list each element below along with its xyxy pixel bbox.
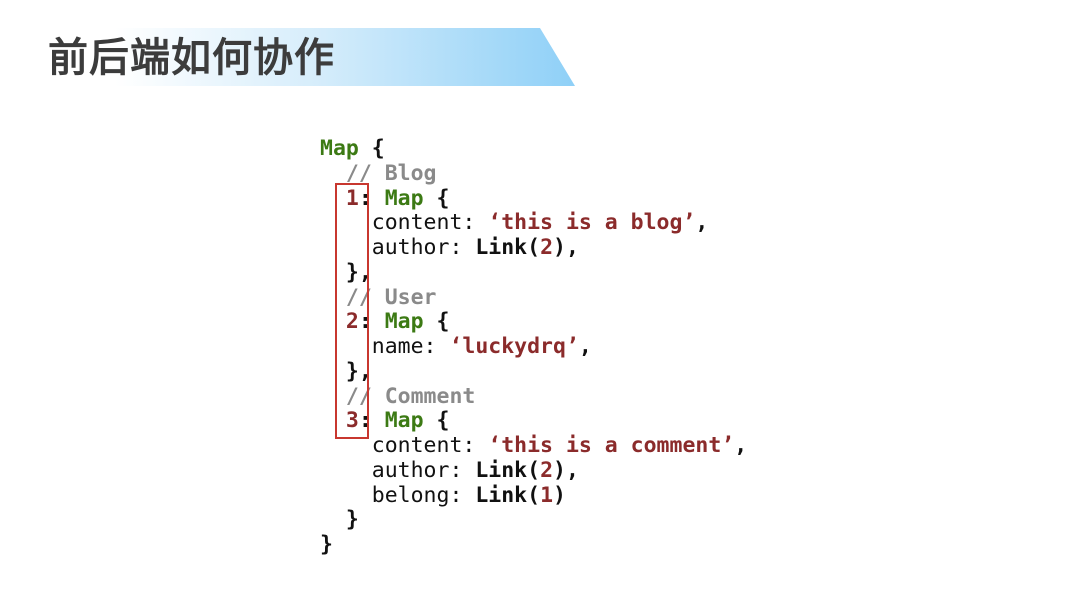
code-line: // User [320,285,747,311]
code-token: 3 [345,408,359,434]
code-token: name: [320,334,450,359]
code-token: Link( [475,482,541,508]
code-token: , [734,433,748,458]
code-token: { [423,408,450,434]
code-line: author: Link(2), [320,235,747,261]
code-line: 3: Map { [320,408,747,434]
code-token: 1 [345,185,359,211]
code-token: 2 [345,309,359,335]
code-line: Map { [320,136,747,162]
code-token: ), [553,457,579,483]
code-line: content: ‘this is a blog’, [320,210,747,236]
code-token: , [578,334,592,359]
code-token: { [423,185,450,211]
code-token: , [695,210,709,236]
code-token: 1 [540,482,554,508]
code-line: // Comment [320,384,747,410]
code-token: ‘this is a comment’ [488,433,735,458]
code-line: belong: Link(1) [320,482,747,509]
code-token: author: [320,235,476,260]
code-line: name: ‘luckydrq’, [320,334,747,360]
code-token: Map [384,309,424,335]
code-token: } [320,507,359,533]
code-token: ‘luckydrq’ [449,334,579,359]
code-token: ), [553,235,579,260]
code-line: content: ‘this is a comment’, [320,433,748,459]
code-line: 2: Map { [320,309,747,335]
code-token: { [423,309,450,335]
code-line: author: Link(2), [320,457,747,484]
code-token: Link( [475,457,541,483]
code-token: // Blog [345,160,437,186]
title-banner [0,28,575,86]
code-token: belong: [320,482,476,508]
code-line: // Blog [320,160,747,187]
code-line: }, [320,359,747,385]
code-token: Map [384,185,424,211]
code-line: }, [320,260,747,286]
code-token: Map [384,408,424,434]
code-token: ‘this is a blog’ [488,210,696,236]
code-token: author: [320,457,476,483]
code-line: 1: Map { [320,185,747,212]
code-line: } [320,532,747,558]
code-token: ) [553,482,566,508]
code-token: content: [320,210,489,236]
code-block: Map { // Blog 1: Map { content: ‘this is… [320,136,748,558]
code-token: Map [320,136,359,161]
code-token: } [320,532,333,557]
slide-title: 前后端如何协作 [48,35,335,81]
code-line: } [320,507,747,533]
code-token [320,161,346,186]
code-token: 2 [540,235,554,260]
highlight-box [335,183,369,439]
code-token: Link( [475,235,541,260]
code-token: content: [320,433,489,458]
code-token: 2 [540,457,554,483]
code-token: { [358,136,385,161]
